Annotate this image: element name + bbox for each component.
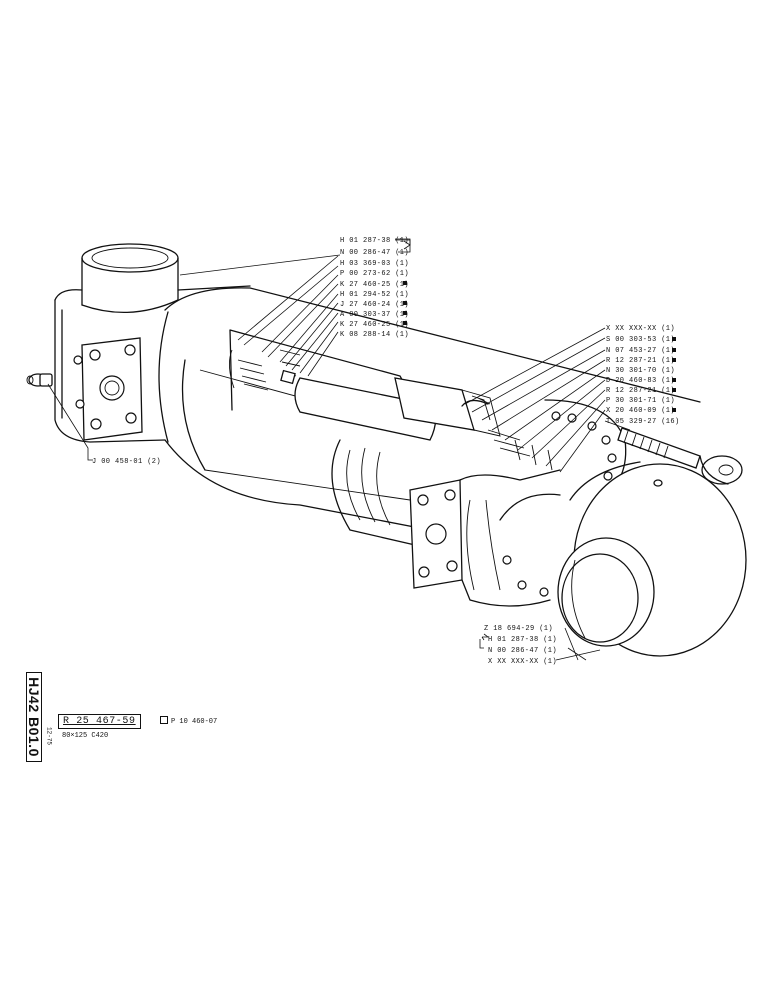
callout-text: A 00 303-37 (1) xyxy=(340,311,409,319)
callout-text: N 30 301-70 (1) xyxy=(606,367,675,375)
callout-text: H 01 287-38 (1) xyxy=(488,636,557,644)
callout-text: S 00 303-53 (1) xyxy=(606,336,675,344)
callout-text: H 01 294-52 (1) xyxy=(340,291,409,299)
callout-text: T 05 329-27 (16) xyxy=(606,418,680,426)
rear-block-side xyxy=(54,299,166,443)
callout-text: R 12 287-21 (1) xyxy=(606,387,675,395)
callout-markers-top xyxy=(403,281,407,325)
sheet-code-text: HJ42 B01.0 xyxy=(26,677,42,757)
callout-text: P 30 301-71 (1) xyxy=(606,397,675,405)
square-marker-icon xyxy=(160,716,168,724)
rear-port-hole xyxy=(99,375,125,401)
callout-text: X XX XXX-XX (1) xyxy=(606,325,675,333)
part-number-box: R 25 467-59 xyxy=(58,714,141,729)
callouts-top: H 01 287-38 (1) N 00 286-47 (1) H 03 369… xyxy=(340,237,409,339)
callout-text: P 00 273-62 (1) xyxy=(340,270,409,278)
part-number: R 25 467-59 xyxy=(63,716,136,727)
rear-block-top xyxy=(54,285,251,301)
leader-lines xyxy=(47,238,631,661)
eye-bearing-outer xyxy=(557,537,655,647)
part-ref-text: P 10 460-07 xyxy=(171,718,218,726)
grease-nipple xyxy=(26,373,53,387)
callout-text: X 20 460-09 (1) xyxy=(606,407,675,415)
callout-text: X XX XXX-XX (1) xyxy=(488,658,557,666)
cylinder-line-art xyxy=(26,243,747,657)
callout-text: N 00 286-47 (1) xyxy=(340,249,409,257)
callout-text: H 01 287-38 (1) xyxy=(340,237,409,245)
part-reference: P 10 460-07 xyxy=(160,716,217,727)
callout-markers-right xyxy=(672,337,676,412)
callout-text: K 27 460-25 (1) xyxy=(340,321,409,329)
barrel-top-edge xyxy=(164,287,701,403)
callout-text: N 00 286-47 (1) xyxy=(488,647,557,655)
callouts-bottom: Z 18 694-29 (1) H 01 287-38 (1) N 00 286… xyxy=(484,625,557,666)
callout-text: D 20 460-83 (1) xyxy=(606,377,675,385)
callout-text: H 03 369-03 (1) xyxy=(340,260,409,268)
callout-text: R 12 287-21 (1) xyxy=(606,357,675,365)
callout-text: K 27 460-25 (1) xyxy=(340,281,409,289)
callouts-right: X XX XXX-XX (1) S 00 303-53 (1) N 07 453… xyxy=(606,325,680,426)
callout-text: Z 18 694-29 (1) xyxy=(484,625,553,633)
callout-text: J 00 458-01 (2) xyxy=(92,458,161,466)
spec-text: 80×125 C420 xyxy=(62,732,109,740)
sheet-code: HJ42 B01.0 xyxy=(26,672,42,762)
eye-bearing-inner xyxy=(561,553,639,643)
barrel-bottom-edge xyxy=(164,439,431,531)
callout-text: K 08 288-14 (1) xyxy=(340,331,409,339)
sheet-date: 12-75 xyxy=(44,716,54,756)
callout-text: N 07 453-27 (1) xyxy=(606,347,675,355)
sheet-date-text: 12-75 xyxy=(45,726,53,746)
bolt xyxy=(617,427,743,485)
callout-text: J 27 460-24 (1) xyxy=(340,301,409,309)
